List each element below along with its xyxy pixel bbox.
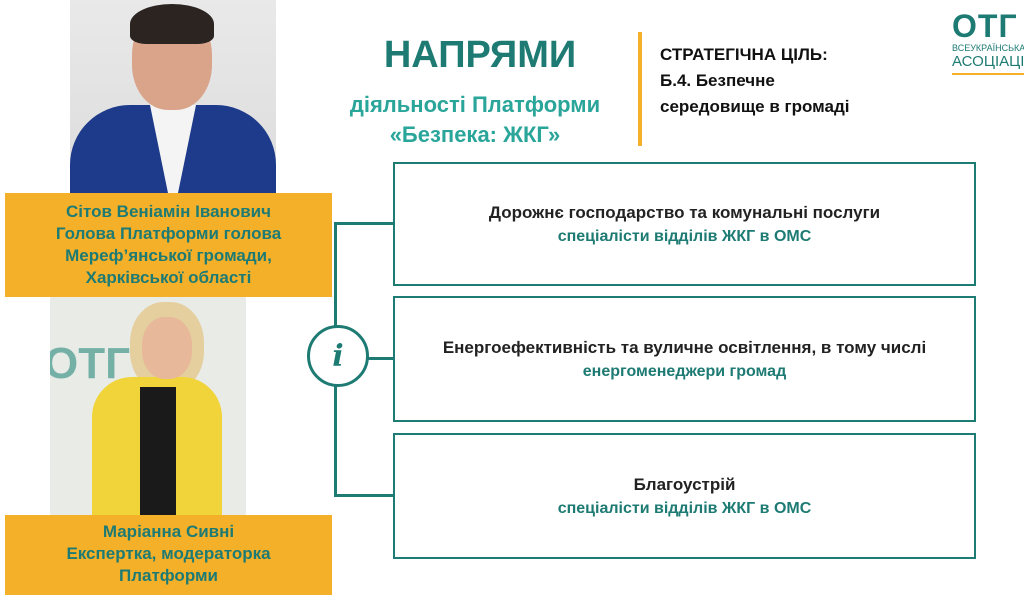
direction-title: Благоустрій	[633, 474, 736, 494]
connector-line	[334, 222, 394, 225]
speaker-name: Сітов Веніамін Іванович	[66, 202, 271, 221]
goal-line: середовище в громаді	[660, 97, 850, 116]
direction-card: Енергоефективність та вуличне освітлення…	[393, 296, 976, 422]
subtitle-line: «Безпека: ЖКГ»	[389, 122, 561, 147]
direction-audience: спеціалісти відділів ЖКГ в ОМС	[557, 227, 812, 245]
page-title: НАПРЯМИ	[383, 34, 577, 76]
direction-card: Благоустрій спеціалісти відділів ЖКГ в О…	[393, 433, 976, 559]
association-logo: ОТГ ВСЕУКРАЇНСЬКА АСОЦІАЦІЯ	[952, 10, 1024, 75]
direction-title: Енергоефективність та вуличне освітлення…	[442, 337, 927, 357]
speaker-role: Мереф’янської громади,	[65, 246, 272, 265]
speaker-label: Сітов Веніамін Іванович Голова Платформи…	[5, 193, 332, 297]
logo-mark: ОТГ	[952, 8, 1018, 44]
goal-line: Б.4. Безпечне	[660, 71, 775, 90]
strategic-goal: СТРАТЕГІЧНА ЦІЛЬ: Б.4. Безпечне середови…	[660, 42, 849, 120]
moderator-role: Експертка, модераторка	[66, 544, 271, 563]
direction-title: Дорожнє господарство та комунальні послу…	[488, 202, 881, 222]
speaker-role: Голова Платформи голова	[55, 224, 282, 243]
speaker-photo	[70, 0, 276, 193]
logo-line: ВСЕУКРАЇНСЬКА	[952, 43, 1024, 53]
goal-heading: СТРАТЕГІЧНА ЦІЛЬ:	[660, 45, 828, 64]
moderator-role: Платформи	[118, 566, 219, 585]
moderator-label: Маріанна Сивні Експертка, модераторка Пл…	[5, 515, 332, 595]
info-icon: i	[307, 325, 369, 387]
page-subtitle: діяльності Платформи «Безпека: ЖКГ»	[300, 90, 650, 150]
direction-card: Дорожнє господарство та комунальні послу…	[393, 162, 976, 286]
direction-audience: спеціалісти відділів ЖКГ в ОМС	[557, 499, 812, 517]
connector-line	[334, 494, 394, 497]
moderator-photo: ОТГ	[50, 297, 246, 515]
logo-line: АСОЦІАЦІЯ	[952, 53, 1024, 70]
speaker-role: Харківської області	[85, 268, 252, 287]
divider	[638, 32, 642, 146]
subtitle-line: діяльності Платформи	[349, 92, 601, 117]
direction-audience: енергоменеджери громад	[582, 362, 787, 380]
moderator-name: Маріанна Сивні	[102, 522, 235, 541]
